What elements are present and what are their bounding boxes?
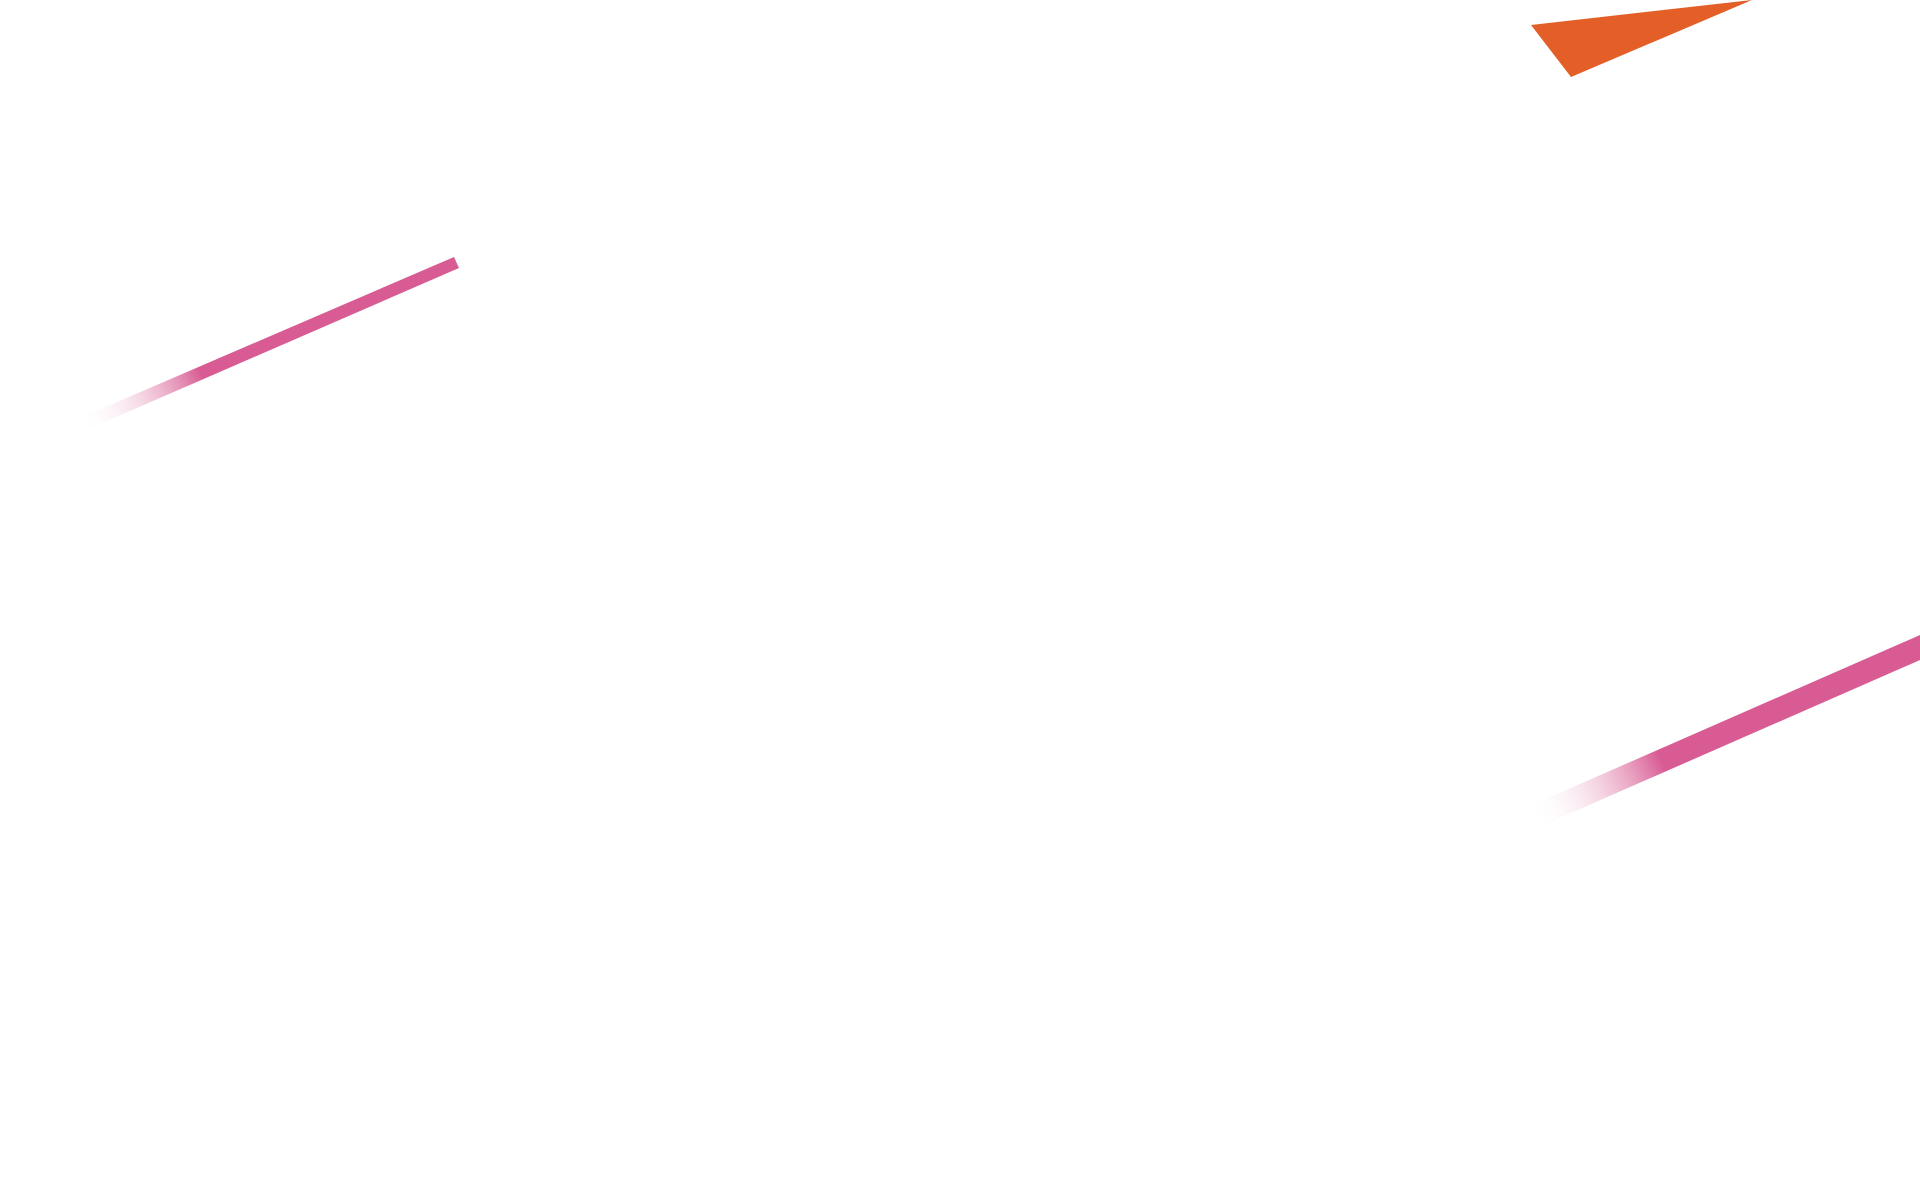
pink-diagonal-stripe-right [1532, 635, 1920, 830]
orange-triangle-top [1531, 0, 1752, 77]
pink-diagonal-stripe-left [80, 257, 459, 431]
